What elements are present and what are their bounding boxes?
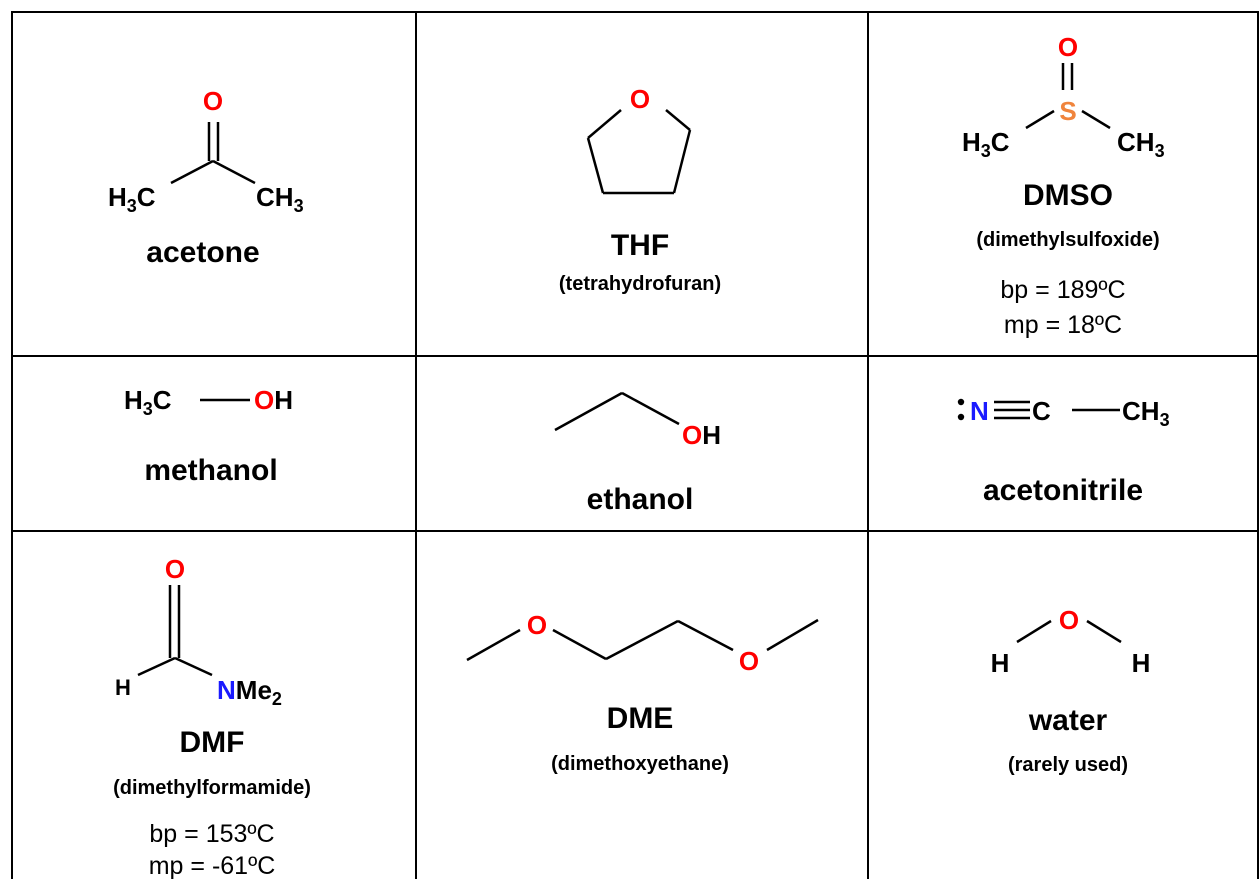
ethanol-name: ethanol [587,483,694,516]
dmso-right-methyl: CH3 [1117,127,1165,161]
dmf-nme2: NMe2 [217,675,282,709]
dmso-left-methyl: H3C [962,127,1010,161]
dmso-oxygen: O [1058,32,1078,62]
methanol-methyl: H3C [124,385,172,419]
acetonitrile-carbon: C [1032,396,1051,426]
dmf-mp: mp = -61ºC [149,852,276,879]
dme-cell: O O DME (dimethoxyethane) [466,610,819,775]
acetone-cell: O H3C CH3 acetone [108,86,304,269]
ethanol-cell: OH ethanol [554,391,721,516]
water-cell: O H H water (rarely used) [991,605,1151,776]
thf-name: THF [611,229,669,262]
water-hydrogen-left: H [991,648,1010,678]
dmso-subtitle: (dimethylsulfoxide) [976,229,1159,251]
water-oxygen: O [1059,605,1079,635]
triple-bond [994,400,1030,420]
dmso-mp: mp = 18ºC [1004,311,1122,339]
acetone-bonds [170,122,256,185]
dme-bonds [466,618,819,662]
dmf-oxygen: O [165,554,185,584]
dmso-bonds [1025,63,1111,130]
dmf-name: DMF [180,726,245,759]
dmf-bp: bp = 153ºC [149,820,274,848]
acetonitrile-cell: N C CH3 acetonitrile [957,396,1170,507]
acetone-left-methyl: H3C [108,182,156,216]
dme-name: DME [607,702,674,735]
dmso-sulfur: S [1059,96,1076,126]
table-grid [11,11,1259,879]
dmf-subtitle: (dimethylformamide) [113,777,311,799]
methanol-oh: OH [254,385,293,415]
dme-oxygen-2: O [739,646,759,676]
dme-oxygen-1: O [527,610,547,640]
lone-pair-dot-top [957,398,965,406]
acetone-right-methyl: CH3 [256,182,304,216]
ethanol-bonds [554,391,680,432]
thf-cell: O THF (tetrahydrofuran) [559,84,721,295]
dmso-cell: O S H3C CH3 DMSO (dimethylsulfoxide) bp … [962,32,1165,339]
acetonitrile-methyl: CH3 [1122,396,1170,430]
water-hydrogen-right: H [1132,648,1151,678]
water-subtitle: (rarely used) [1008,754,1128,776]
thf-subtitle: (tetrahydrofuran) [559,273,721,295]
dmf-hydrogen: H [115,675,131,700]
dmso-name: DMSO [1023,179,1113,212]
acetone-oxygen: O [203,86,223,116]
thf-ring [586,109,692,195]
methanol-name: methanol [144,454,277,487]
acetone-name: acetone [146,236,259,269]
water-bonds [1016,619,1122,644]
acetonitrile-name: acetonitrile [983,474,1143,507]
ethanol-oh: OH [682,420,721,450]
acetonitrile-nitrogen: N [970,396,989,426]
water-name: water [1028,704,1108,737]
methanol-cell: H3C OH methanol [124,385,293,487]
thf-oxygen: O [630,84,650,114]
dmso-bp: bp = 189ºC [1000,276,1125,304]
dmf-bonds [137,585,213,677]
dme-subtitle: (dimethoxyethane) [551,753,729,775]
lone-pair-dot-bottom [957,413,965,421]
dmf-cell: O H NMe2 DMF (dimethylformamide) bp = 15… [113,554,311,879]
